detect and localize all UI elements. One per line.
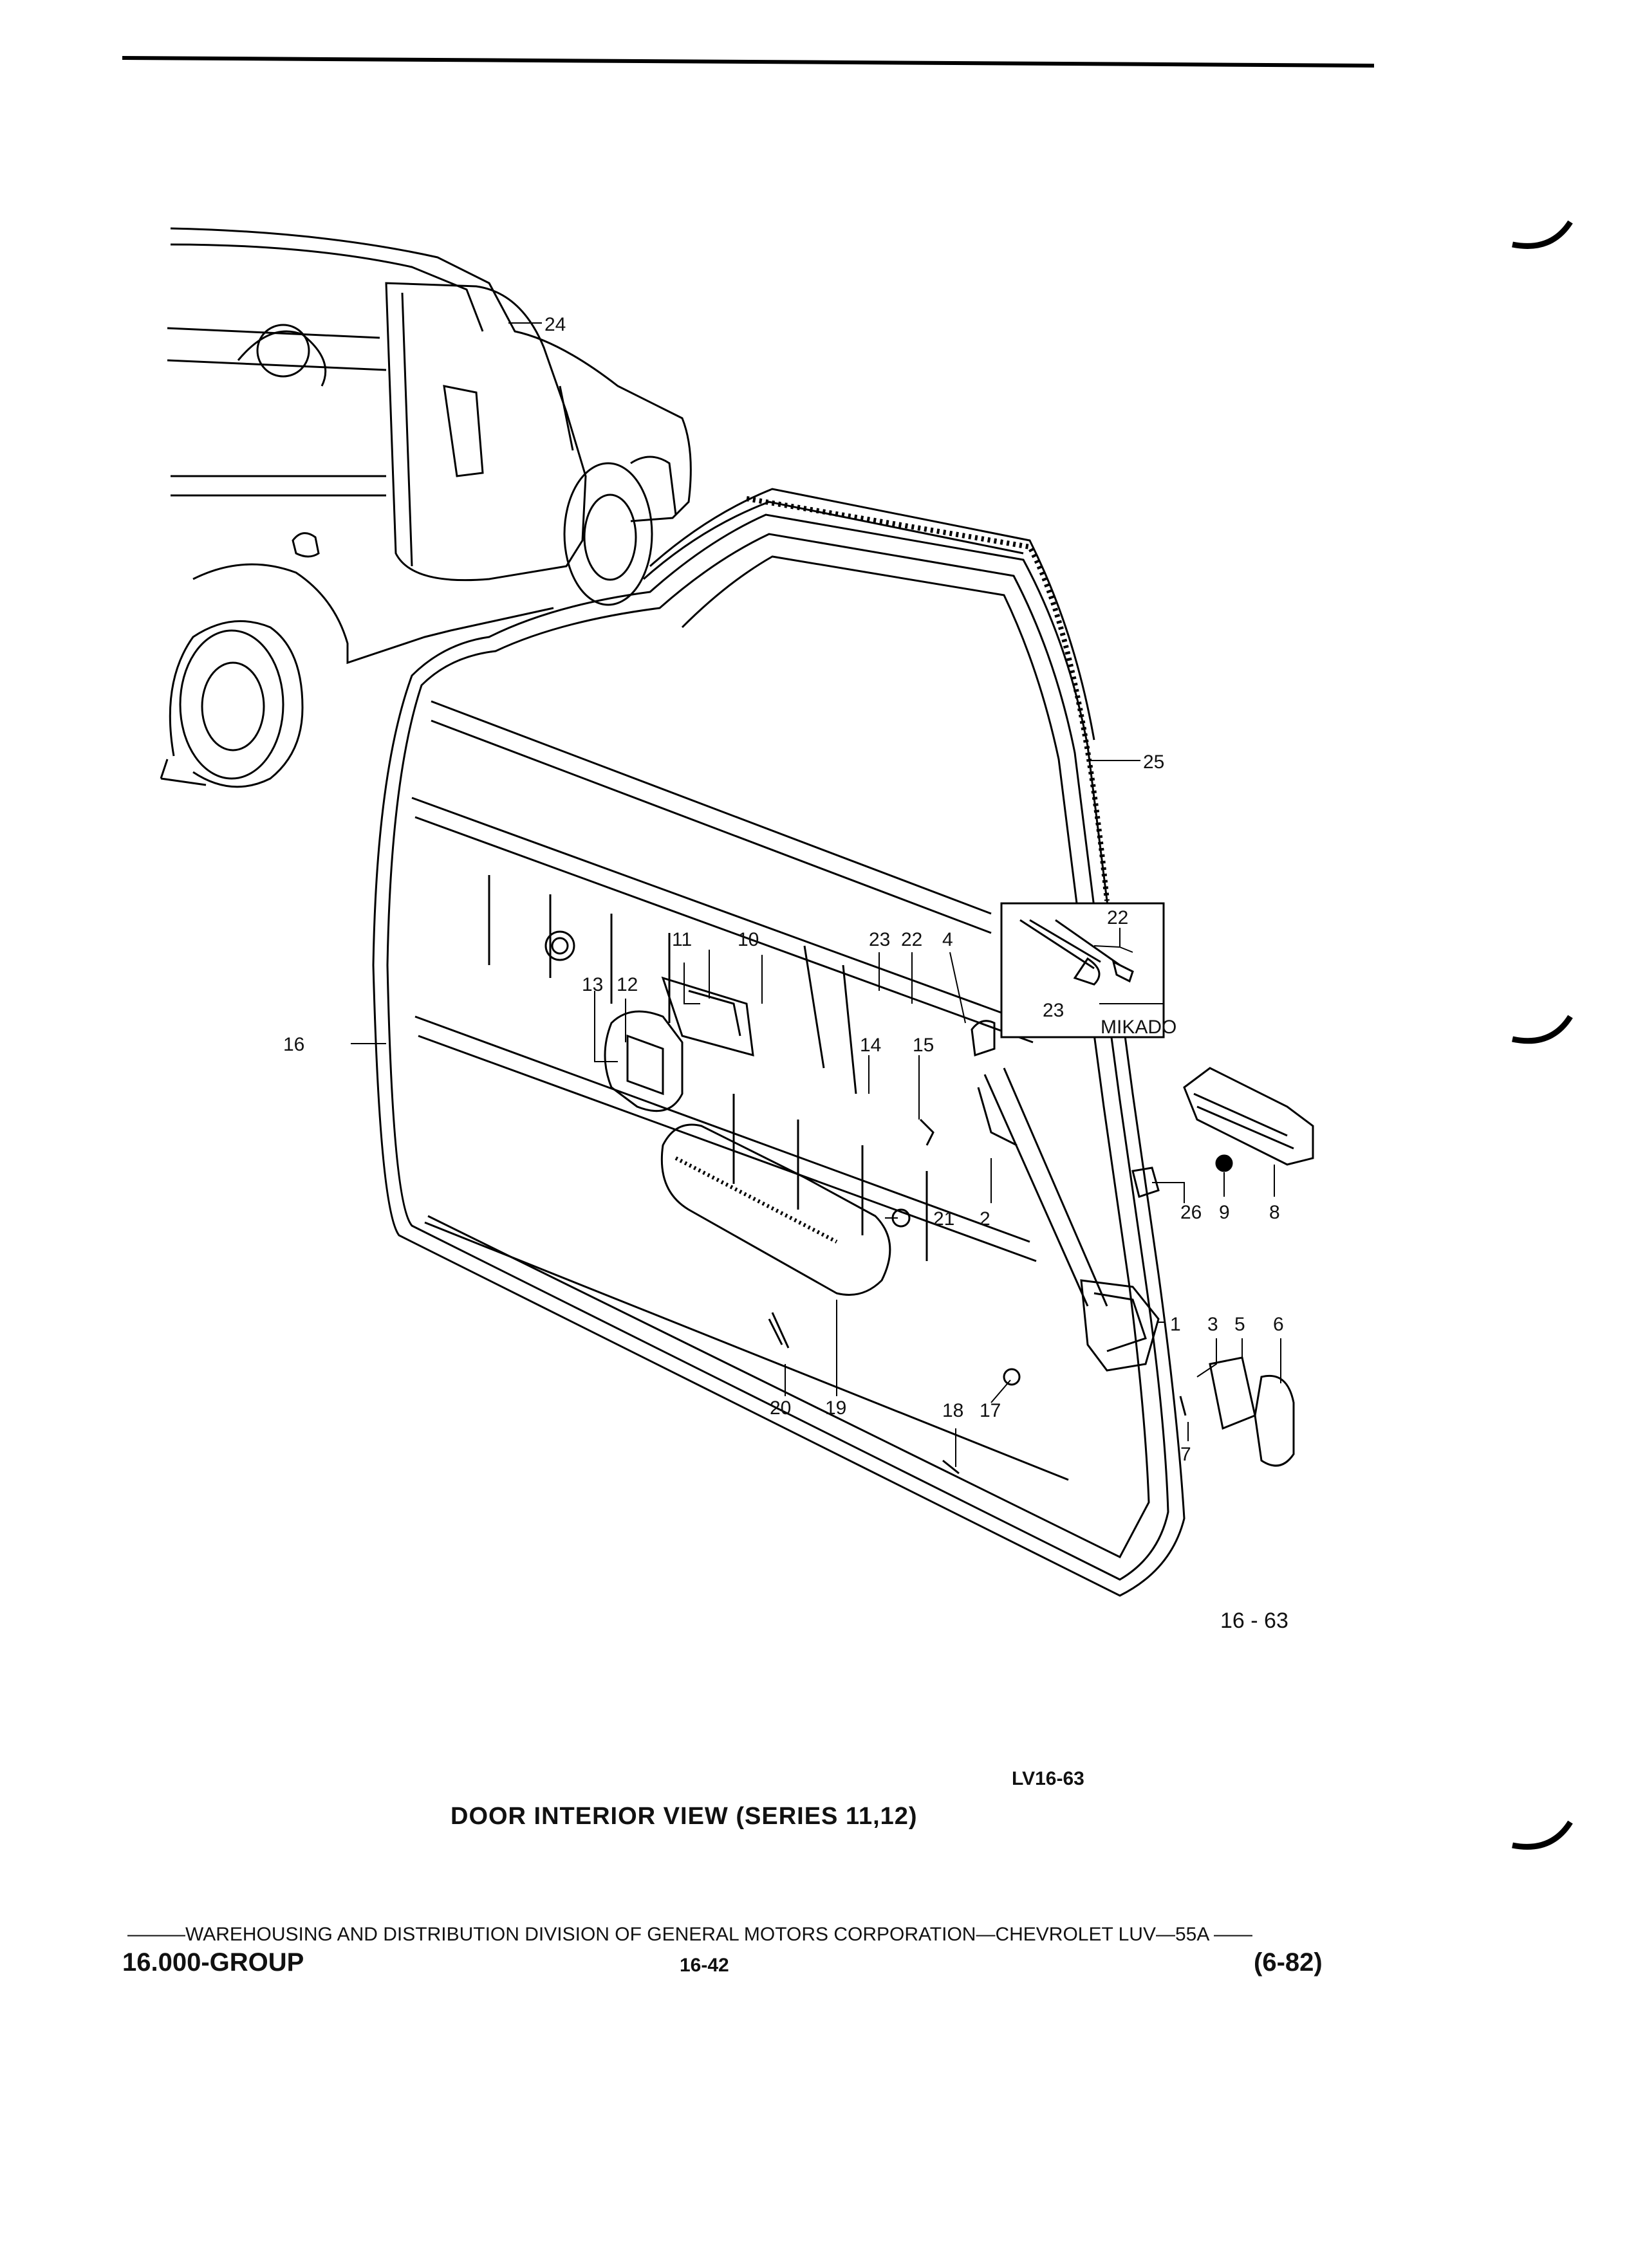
armrest-19 (660, 1123, 891, 1296)
footer-date: (6-82) (1254, 1948, 1323, 1977)
inside-handle-10 (661, 976, 754, 1057)
callout-21: 21 (933, 1208, 954, 1230)
callout-7: 7 (1180, 1444, 1191, 1465)
callout-3: 3 (1207, 1314, 1218, 1335)
screw-7 (1179, 1396, 1187, 1416)
callout-16: 16 (283, 1034, 304, 1055)
callout-4: 4 (942, 929, 953, 950)
callout-24: 24 (544, 314, 566, 335)
margin-mark-3 (1512, 1820, 1573, 1850)
footer-division-line: ———WAREHOUSING AND DISTRIBUTION DIVISION… (127, 1924, 1253, 1945)
door-lock-1 (1080, 1279, 1160, 1372)
bracket-26 (1131, 1166, 1160, 1198)
clip-17 (1003, 1368, 1021, 1386)
callout-23: 23 (869, 929, 890, 950)
regulator-rod-2 (983, 1067, 1108, 1307)
callout-25: 25 (1143, 751, 1164, 773)
door-trim-parts (604, 945, 1314, 1475)
callout-22: 22 (901, 929, 922, 950)
footer-group: 16.000-GROUP (122, 1948, 304, 1977)
callout-2: 2 (980, 1208, 990, 1230)
callout-10: 10 (738, 929, 759, 950)
truck-cab-drawing (160, 227, 692, 788)
clip-15 (919, 1118, 934, 1146)
screw-20 (768, 1312, 790, 1349)
callout-26: 26 (1180, 1202, 1202, 1223)
callout-14: 14 (860, 1035, 881, 1056)
figure-number: 16 - 63 (1220, 1609, 1288, 1633)
margin-mark-1 (1512, 220, 1573, 249)
striker-plate-6 (1254, 1374, 1295, 1467)
striker-5 (1209, 1356, 1256, 1430)
callout-8: 8 (1269, 1202, 1280, 1223)
callout-17: 17 (980, 1400, 1001, 1421)
callout-13: 13 (582, 974, 603, 995)
screw-18 (942, 1459, 960, 1475)
callout-leaders (351, 322, 1281, 1467)
callout-1: 1 (1170, 1314, 1181, 1335)
callout-labels: 24 25 16 11 10 23 22 4 13 12 14 15 21 2 … (283, 314, 1284, 1465)
callout-19: 19 (825, 1397, 846, 1419)
mikado-inset: MIKADO 22 23 (1000, 902, 1176, 1038)
callout-18: 18 (942, 1400, 963, 1421)
callout-6: 6 (1273, 1314, 1284, 1335)
mikado-inset-label: MIKADO (1101, 1017, 1176, 1038)
callout-9: 9 (1219, 1202, 1230, 1223)
callout-20: 20 (770, 1397, 791, 1419)
lock-knob-4 (971, 1020, 996, 1057)
top-rule (122, 56, 1375, 68)
callout-12: 12 (617, 974, 638, 995)
grommet-9 (1215, 1154, 1233, 1172)
callout-15: 15 (913, 1035, 934, 1056)
callout-5: 5 (1234, 1314, 1245, 1335)
margin-mark-2 (1512, 1015, 1573, 1044)
figure-caption: DOOR INTERIOR VIEW (SERIES 11,12) (451, 1803, 918, 1830)
weatherstrip-25 (643, 488, 1110, 901)
callout-11: 11 (672, 929, 692, 950)
inside-handle-bezel-12 (604, 1010, 683, 1112)
mikado-callout-22: 22 (1107, 907, 1128, 928)
door-assembly-drawing (372, 513, 1185, 1597)
drawing-code: LV16-63 (1012, 1768, 1084, 1789)
mikado-callout-23: 23 (1043, 1000, 1064, 1021)
outside-handle-8 (1183, 1067, 1314, 1166)
footer-page-number: 16-42 (680, 1955, 729, 1976)
